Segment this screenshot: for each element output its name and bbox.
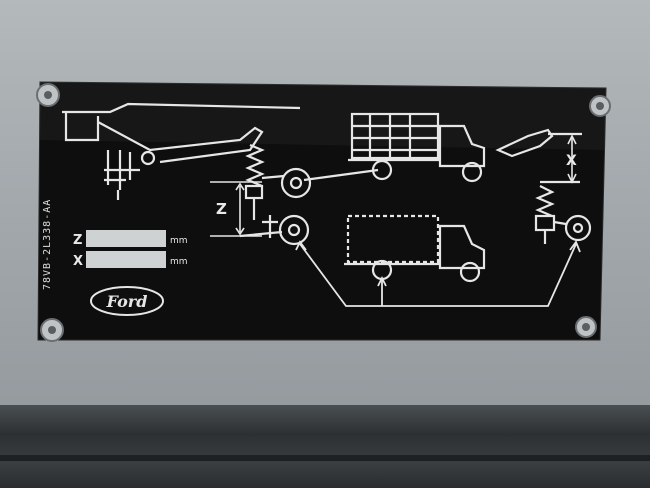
screw-top-right [589, 95, 611, 117]
truck-loaded-icon [348, 112, 486, 183]
field-z-value-box [86, 230, 166, 247]
dark-floor-rail [0, 405, 650, 488]
suspension-linkage-diagram [62, 102, 379, 246]
reference-arrows [295, 240, 581, 307]
part-number: 78VB-2L338-AA [42, 199, 53, 290]
x-dimension-marker [567, 134, 577, 184]
z-dimension-label: Z [216, 200, 227, 218]
truck-empty-icon [344, 214, 486, 283]
x-dimension-label: X [566, 153, 577, 169]
right-spring-diagram [495, 128, 592, 244]
ford-oval-logo: Ford [90, 286, 164, 316]
field-x-label: X [73, 254, 83, 269]
z-dimension-marker [210, 181, 262, 237]
screw-bottom-left [40, 318, 64, 342]
field-z-label: Z [73, 233, 82, 248]
screw-bottom-right [575, 316, 597, 338]
ford-brand-text: Ford [106, 292, 148, 311]
floor-rail-groove [0, 455, 650, 461]
screw-top-left [36, 83, 60, 107]
field-x-unit: mm [170, 257, 188, 267]
field-x-value-box [86, 251, 166, 268]
plate-sheen [40, 82, 606, 150]
field-z-unit: mm [170, 236, 188, 246]
